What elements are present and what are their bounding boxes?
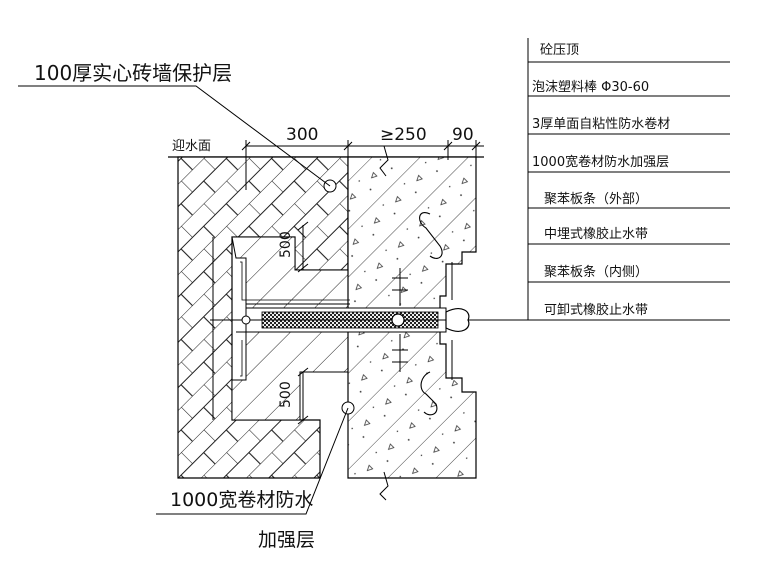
membrane-line-lower-2 [240, 340, 243, 377]
break-symbol-top [379, 145, 389, 177]
legend-item: 聚苯板条（内侧） [544, 264, 648, 280]
foam-rod-left [241, 315, 251, 325]
anchor-bolts [392, 262, 453, 380]
dim-wall-width: 300 [286, 125, 318, 145]
bottom-label-leader [156, 407, 349, 515]
dimension-lines [241, 140, 484, 425]
membrane-line-upper-2 [240, 261, 350, 301]
dim-edge-width: 90 [452, 125, 474, 145]
legend-item: 1000宽卷材防水加强层 [532, 154, 669, 170]
wave-waterstop-upper [419, 212, 443, 259]
dim-lower-height: 500 [278, 381, 294, 408]
title-label: 100厚实心砖墙保护层 [34, 61, 232, 85]
bottom-label-line1: 1000宽卷材防水 [170, 489, 313, 511]
legend-item: 砼压顶 [540, 43, 579, 58]
legend: 砼压顶 泡沫塑料棒 Φ30-60 3厚单面自粘性防水卷材 1000宽卷材防水加强… [532, 43, 670, 318]
legend-item: 中埋式橡胶止水带 [544, 226, 648, 242]
wave-waterstop-lower [420, 371, 438, 416]
legend-item: 聚苯板条（外部） [544, 191, 648, 207]
removable-rubber-waterstop [445, 308, 470, 332]
dim-slab-width: ≥250 [380, 125, 427, 145]
membrane-line-lower [236, 336, 247, 381]
membrane-line-upper [236, 257, 350, 305]
legend-lines [528, 61, 730, 321]
legend-item: 可卸式橡胶止水带 [544, 302, 648, 318]
legend-item: 泡沫塑料棒 Φ30-60 [532, 80, 649, 95]
water-face-label: 迎水面 [172, 139, 211, 154]
legend-item: 3厚单面自粘性防水卷材 [532, 116, 670, 132]
foam-rod-center [391, 313, 405, 327]
title-leader-line [18, 85, 331, 187]
dim-upper-height: 500 [278, 231, 294, 258]
break-symbol-bottom [379, 471, 389, 501]
bottom-label-line2: 加强层 [258, 529, 315, 551]
